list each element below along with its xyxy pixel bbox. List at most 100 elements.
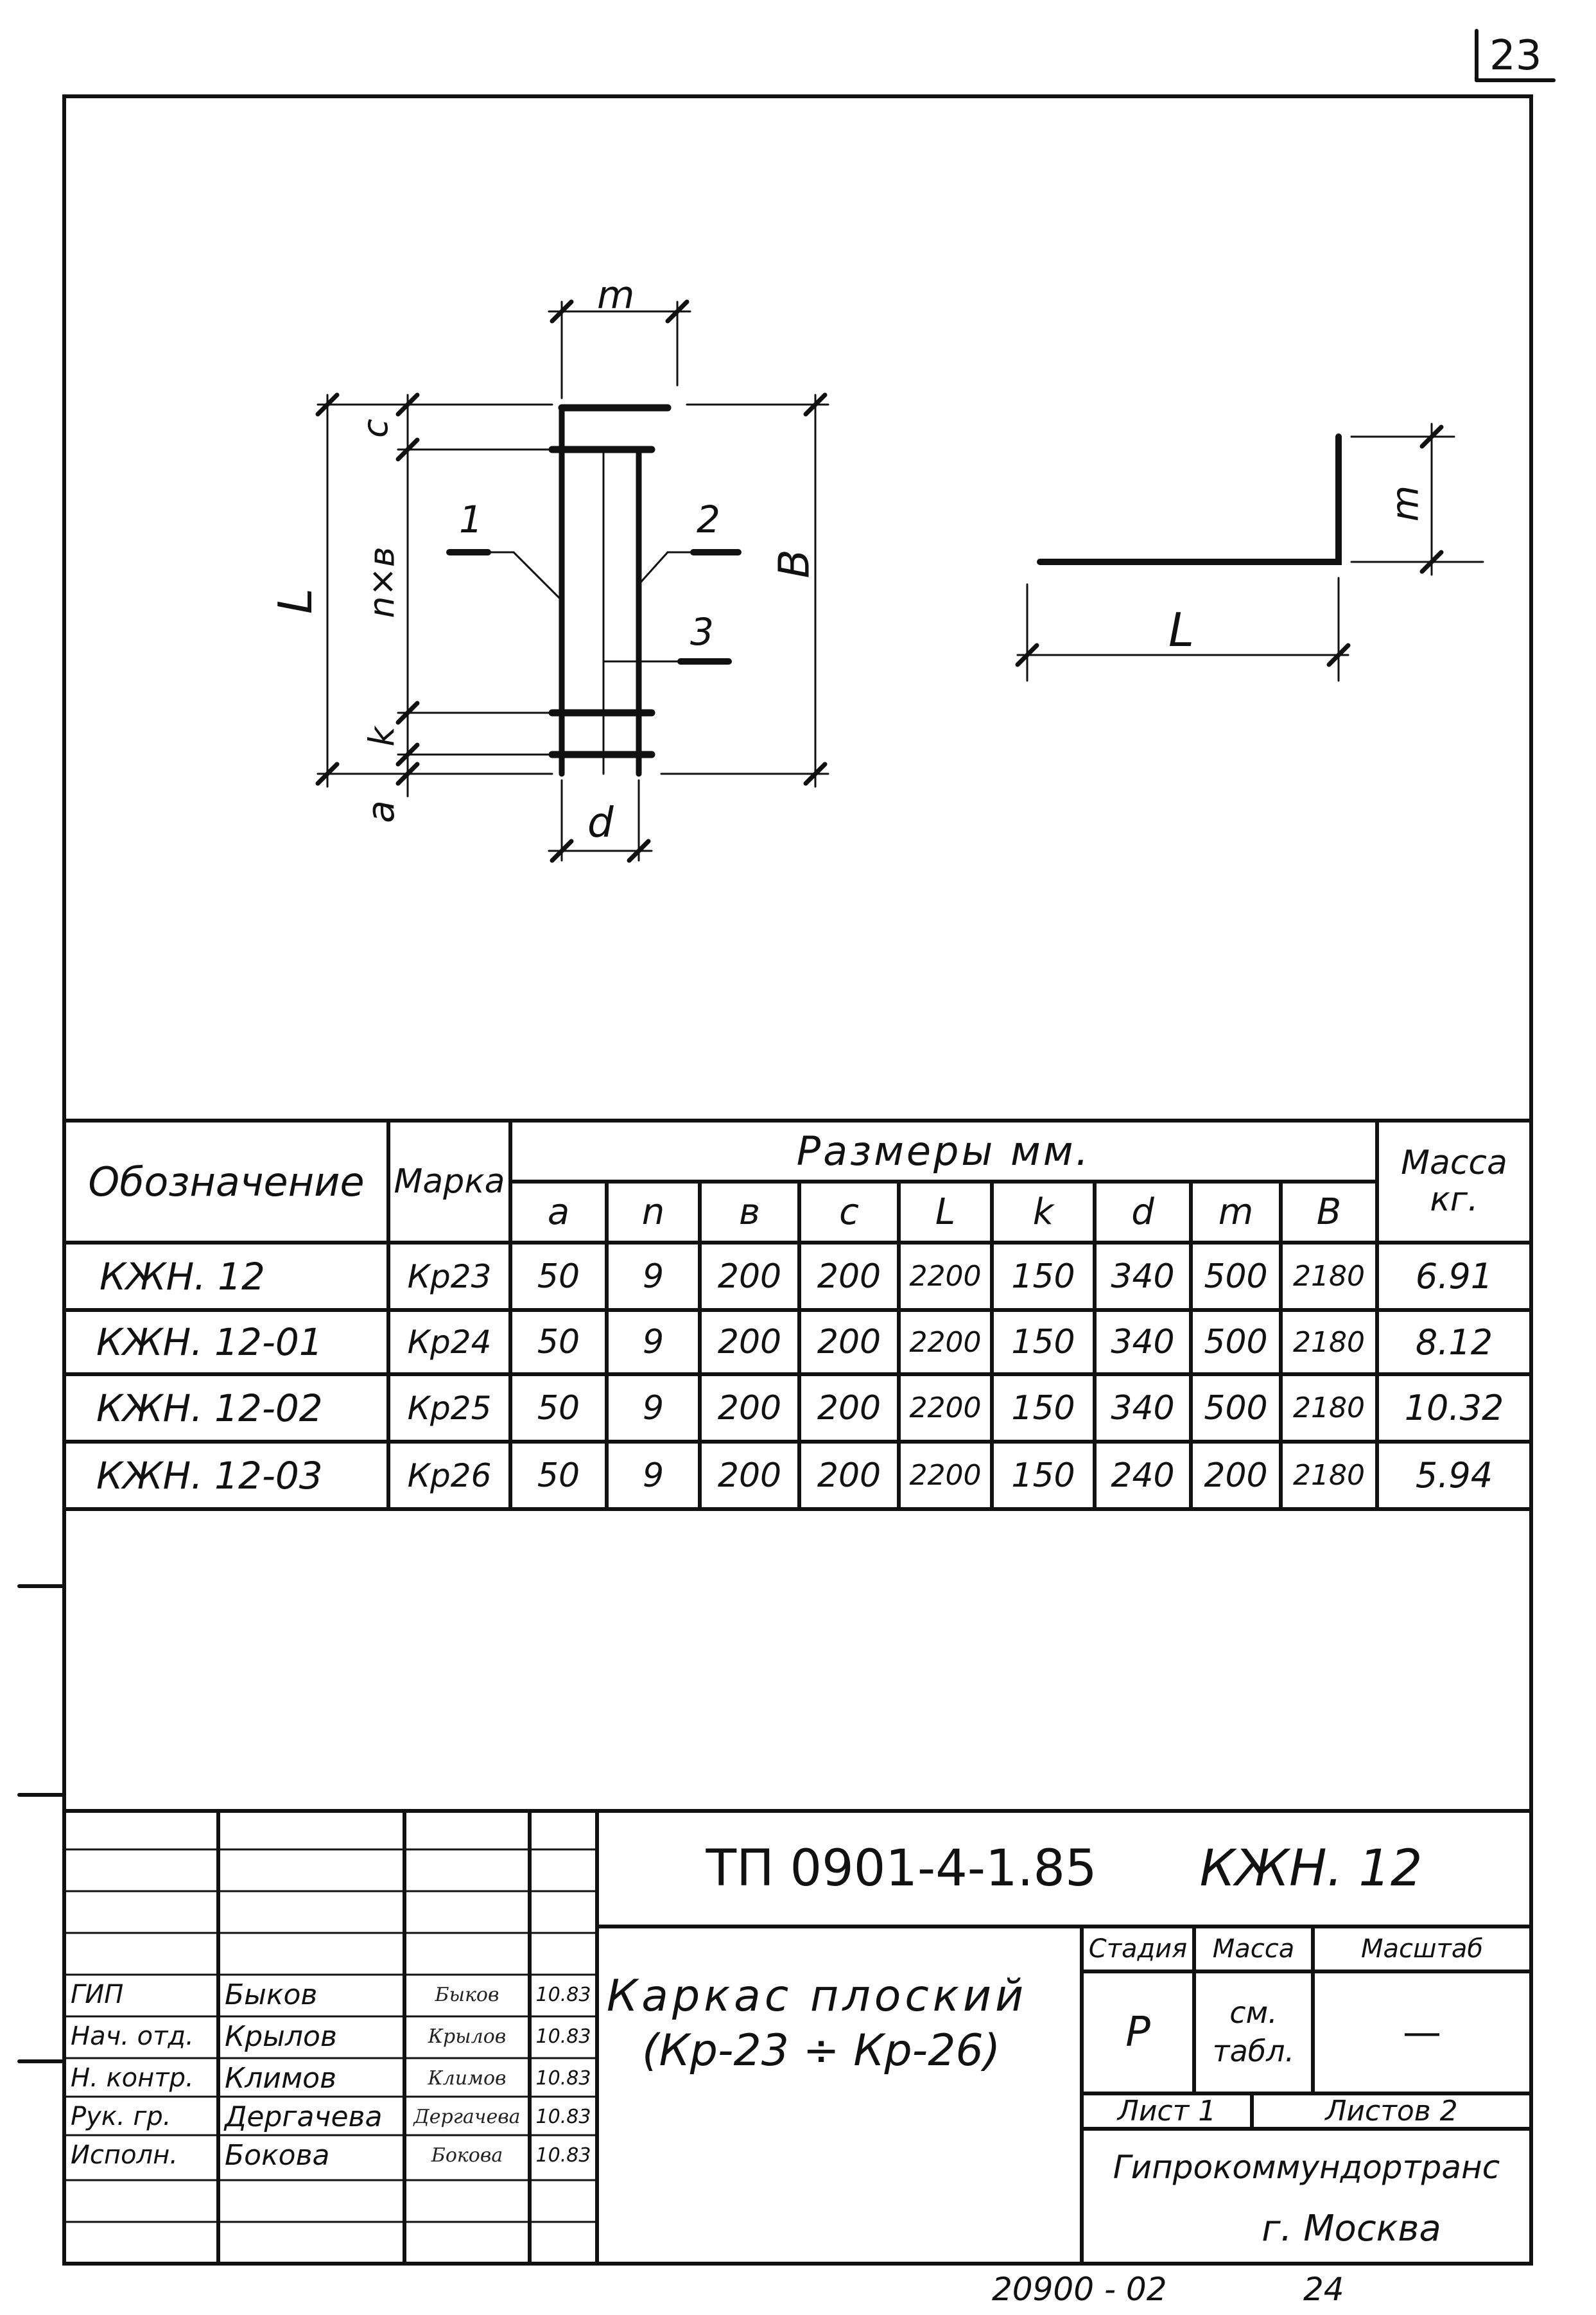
table-cell-dim: 200 <box>717 1456 782 1495</box>
mass-label: Масса <box>1212 1934 1295 1964</box>
table-cell-mark: Кр25 <box>407 1389 492 1427</box>
dim-label-k: k <box>361 726 403 747</box>
scale-label: Масштаб <box>1360 1934 1484 1964</box>
table-cell-dim: 50 <box>537 1456 580 1495</box>
table-cell-dim: 2200 <box>909 1325 982 1359</box>
table-cell-dim: 500 <box>1204 1323 1268 1361</box>
page-number: 23 <box>1489 32 1542 80</box>
signature-role: Н. контр. <box>71 2063 194 2093</box>
table-cell-dim: 50 <box>537 1257 580 1296</box>
mass-value-line2: табл. <box>1212 2034 1295 2068</box>
table-cell-dim: 2180 <box>1293 1392 1365 1424</box>
signature-mark: Дергачева <box>413 2105 521 2128</box>
dim-header-cell: d <box>1131 1191 1154 1233</box>
dim-header-cell: n <box>641 1191 665 1233</box>
organization-name: Гипрокоммундортранс <box>1113 2149 1500 2186</box>
table-cell-mass: 5.94 <box>1415 1455 1493 1496</box>
table-cell-dim: 2200 <box>909 1260 982 1293</box>
signature-name: Крылов <box>225 2020 337 2053</box>
dim-header-cell: c <box>839 1191 859 1233</box>
dim-label-d: d <box>587 799 614 847</box>
table-cell-dim: 500 <box>1204 1257 1268 1296</box>
table-cell-dim: 200 <box>817 1456 881 1495</box>
scale-value: — <box>1403 2010 1441 2055</box>
signature-name: Быков <box>225 1978 318 2011</box>
footer-page: 24 <box>1303 2271 1344 2308</box>
dim-label-m-right: m <box>1383 485 1427 522</box>
table-cell-dim: 50 <box>537 1323 580 1361</box>
table-cell-dim: 150 <box>1011 1257 1075 1296</box>
stage-value: Р <box>1125 2009 1150 2056</box>
col-header-dimensions-group: Размеры мм. <box>796 1128 1091 1175</box>
dim-header-cell: m <box>1218 1191 1254 1233</box>
table-cell-mass: 8.12 <box>1415 1322 1493 1363</box>
signature-mark: Бокова <box>431 2144 503 2167</box>
table-cell-designation: КЖН. 12 <box>100 1254 265 1298</box>
table-cell-dim: 340 <box>1111 1388 1175 1428</box>
sheets-label: Листов 2 <box>1325 2095 1458 2127</box>
col-header-designation: Обозначение <box>88 1158 365 1205</box>
signature-mark: Крылов <box>428 2025 507 2048</box>
table-cell-designation: КЖН. 12-02 <box>96 1386 323 1430</box>
right-view <box>1015 423 1484 682</box>
dim-header-cell: B <box>1316 1191 1342 1233</box>
dim-label-B: B <box>769 549 819 579</box>
table-cell-dim: 200 <box>817 1388 881 1428</box>
dim-label-m: m <box>597 273 635 318</box>
table-cell-dim: 340 <box>1111 1257 1175 1296</box>
document-series: КЖН. 12 <box>1199 1840 1423 1898</box>
dim-header-cell: в <box>738 1191 760 1233</box>
document-code: ТП 0901-4-1.85 <box>706 1840 1097 1898</box>
table-cell-dim: 200 <box>717 1257 782 1296</box>
signature-date: 10.83 <box>535 2025 591 2048</box>
dim-label-c: c <box>354 419 395 438</box>
table-cell-dim: 340 <box>1111 1323 1175 1361</box>
dim-label-nxb: n×в <box>361 546 403 618</box>
dim-label-L-right: L <box>1168 603 1195 657</box>
table-cell-dim: 200 <box>817 1323 881 1361</box>
table-cell-mass: 10.32 <box>1404 1388 1504 1428</box>
table-cell-dim: 2180 <box>1293 1325 1365 1359</box>
signature-date: 10.83 <box>535 2066 591 2090</box>
signature-mark: Быков <box>435 1983 499 2006</box>
callout-1: 1 <box>459 498 483 541</box>
signature-date: 10.83 <box>535 2144 591 2167</box>
table-cell-mark: Кр24 <box>407 1323 492 1361</box>
table-cell-dim: 200 <box>717 1388 782 1428</box>
title-block-grid <box>64 1809 1531 2264</box>
col-header-mark: Марка <box>394 1162 505 1201</box>
signature-role: Нач. отд. <box>71 2022 194 2051</box>
dim-label-L: L <box>268 588 323 615</box>
signature-role: Рук. гр. <box>71 2102 171 2131</box>
signature-role: ГИП <box>71 1980 124 2009</box>
archive-number: 20900 - 02 <box>992 2271 1167 2308</box>
table-cell-dim: 200 <box>817 1257 881 1296</box>
table-cell-dim: 2180 <box>1293 1459 1365 1492</box>
table-cell-dim: 50 <box>537 1388 580 1428</box>
table-cell-dim: 150 <box>1011 1456 1075 1495</box>
sheet-label: Лист 1 <box>1117 2095 1217 2127</box>
table-cell-dim: 500 <box>1204 1388 1268 1428</box>
table-cell-mark: Кр26 <box>407 1456 492 1494</box>
dim-label-a: a <box>358 800 403 823</box>
table-cell-dim: 9 <box>642 1257 664 1296</box>
table-cell-dim: 150 <box>1011 1388 1075 1428</box>
table-cell-dim: 200 <box>717 1323 782 1361</box>
table-cell-dim: 9 <box>642 1388 664 1428</box>
col-header-mass: Масса кг. <box>1401 1143 1507 1219</box>
table-grid <box>64 1119 1531 1511</box>
signature-name: Бокова <box>225 2138 330 2172</box>
table-cell-dim: 150 <box>1011 1323 1075 1361</box>
signature-role: Исполн. <box>71 2140 178 2170</box>
callout-3: 3 <box>690 610 714 654</box>
signature-date: 10.83 <box>535 2105 591 2128</box>
signature-name: Дергачева <box>225 2100 383 2133</box>
document-code-cell: ТП 0901-4-1.85 КЖН. 12 <box>597 1811 1531 1926</box>
table-cell-dim: 9 <box>642 1323 664 1361</box>
table-cell-dim: 9 <box>642 1456 664 1495</box>
table-cell-mark: Кр23 <box>407 1257 492 1295</box>
document-title-line1: Каркас плоский <box>607 1971 1028 2022</box>
table-cell-dim: 240 <box>1111 1456 1175 1495</box>
